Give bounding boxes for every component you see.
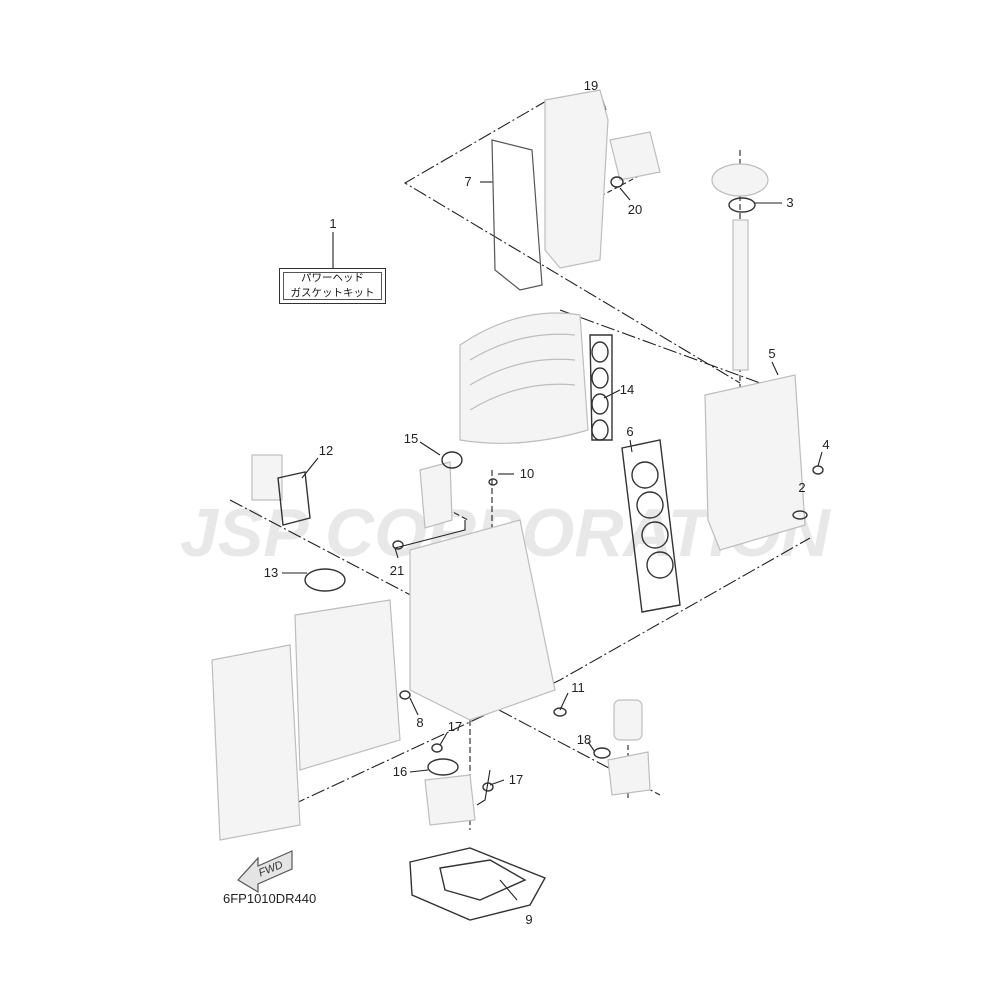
crankcase xyxy=(211,644,301,841)
callout-numbers: 1 2 3 4 5 6 7 8 9 10 11 12 13 14 15 16 1… xyxy=(264,78,830,927)
camshaft xyxy=(732,219,749,371)
seal-17b xyxy=(482,782,494,792)
callout-13: 13 xyxy=(264,565,278,580)
crankshaft xyxy=(294,599,401,771)
callout-3: 3 xyxy=(786,195,793,210)
intake-manifold xyxy=(459,312,589,444)
oil-pump xyxy=(424,774,476,826)
fuel-rail-part xyxy=(419,461,453,529)
gaskets xyxy=(277,176,824,921)
bore-2 xyxy=(636,491,664,519)
base-gasket xyxy=(409,847,546,921)
seal-2 xyxy=(792,510,808,520)
part-illustrations xyxy=(211,89,806,841)
o-ring-3 xyxy=(728,197,756,213)
callout-8: 8 xyxy=(416,715,423,730)
fwd-arrow: FWD xyxy=(237,850,293,894)
oil-filter-bracket xyxy=(607,751,651,796)
cover-gasket xyxy=(491,139,543,291)
o-ring-15 xyxy=(441,451,463,469)
part-18 xyxy=(593,747,611,759)
callout-5: 5 xyxy=(768,346,775,361)
seal-11 xyxy=(553,707,567,717)
callout-18: 18 xyxy=(577,732,591,747)
seal-17a xyxy=(431,743,443,753)
cylinder-head xyxy=(704,374,806,551)
callout-16: 16 xyxy=(393,764,407,779)
cylinder-head-cover xyxy=(544,89,609,269)
seal-10 xyxy=(488,478,498,486)
bore-4 xyxy=(646,551,674,579)
callout-19: 19 xyxy=(584,78,598,93)
seal-8 xyxy=(399,690,411,700)
o-ring-20 xyxy=(610,176,624,188)
callout-9: 9 xyxy=(525,912,532,927)
callout-17b: 17 xyxy=(509,772,523,787)
callout-1: 1 xyxy=(329,216,336,231)
kit-label-line1: パワーヘッド xyxy=(301,272,364,284)
kit-label-box: パワーヘッド ガスケットキット xyxy=(279,268,386,304)
callout-12: 12 xyxy=(319,443,333,458)
callout-15: 15 xyxy=(404,431,418,446)
callout-4: 4 xyxy=(822,437,829,452)
callout-21: 21 xyxy=(390,563,404,578)
callout-20: 20 xyxy=(628,202,642,217)
bracket-part xyxy=(609,131,661,181)
timing-pulley xyxy=(711,163,769,197)
callout-2: 2 xyxy=(798,480,805,495)
cylinder-block xyxy=(409,519,556,721)
callout-14: 14 xyxy=(620,382,634,397)
oil-filter xyxy=(613,699,643,741)
callout-7: 7 xyxy=(464,174,471,189)
diagram-code: 6FP1010DR440 xyxy=(223,891,316,906)
o-ring-13 xyxy=(304,568,346,592)
o-ring-21 xyxy=(392,540,404,550)
bore-1 xyxy=(631,461,659,489)
kit-label-line2: ガスケットキット xyxy=(290,287,375,299)
head-gasket xyxy=(621,439,681,613)
thermostat-gasket xyxy=(277,471,311,526)
callout-10: 10 xyxy=(520,466,534,481)
callout-17a: 17 xyxy=(448,719,462,734)
callout-6: 6 xyxy=(626,424,633,439)
seal-4 xyxy=(812,465,824,475)
callout-11: 11 xyxy=(571,680,585,695)
o-ring-16 xyxy=(427,758,459,776)
bore-3 xyxy=(641,521,669,549)
